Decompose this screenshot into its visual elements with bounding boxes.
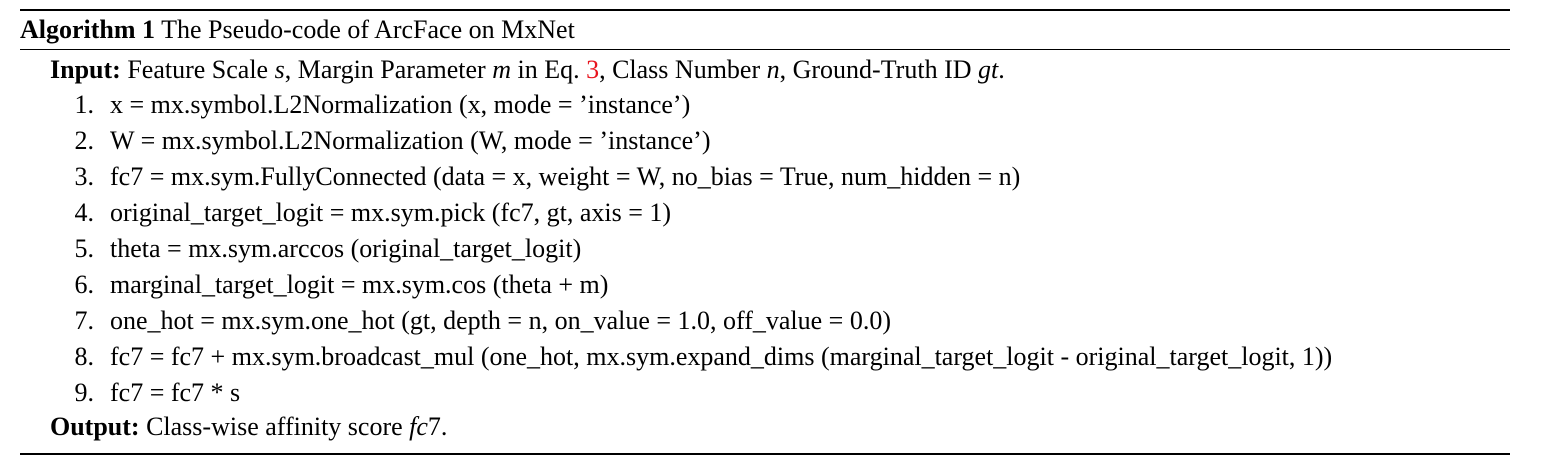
output-keyword: Output: — [50, 412, 140, 441]
step-number: 9. — [74, 378, 95, 407]
algorithm-label: Algorithm 1 — [20, 15, 156, 44]
step-number: 2. — [74, 126, 95, 155]
top-rule — [20, 9, 1510, 11]
step-line: 4. original_target_logit = mx.sym.pick (… — [20, 196, 1510, 230]
algorithm-caption: Algorithm 1 The Pseudo-code of ArcFace o… — [20, 12, 575, 48]
algorithm-title: The Pseudo-code of ArcFace on MxNet — [161, 15, 575, 44]
input-p3: m — [492, 55, 511, 84]
step-line: 6. marginal_target_logit = mx.sym.cos (t… — [20, 268, 1510, 302]
output-line: Output: Class-wise affinity score fc7. — [50, 410, 447, 444]
input-p0: Feature Scale — [120, 55, 275, 84]
input-p10: . — [998, 55, 1005, 84]
input-p2: , Margin Parameter — [284, 55, 493, 84]
step-number: 3. — [74, 162, 95, 191]
input-p1: s — [274, 55, 285, 84]
input-p7: n — [766, 55, 780, 84]
step-code: W = mx.symbol.L2Normalization (W, mode =… — [110, 126, 711, 155]
input-p9: gt — [978, 55, 999, 84]
output-p0: Class-wise affinity score — [139, 412, 410, 441]
step-line: 3. fc7 = mx.sym.FullyConnected (data = x… — [20, 160, 1510, 194]
step-code: x = mx.symbol.L2Normalization (x, mode =… — [110, 90, 691, 119]
input-p8: , Ground-Truth ID — [779, 55, 979, 84]
step-line: 9. fc7 = fc7 * s — [20, 376, 1510, 410]
algorithm-block: Algorithm 1 The Pseudo-code of ArcFace o… — [20, 0, 1510, 471]
step-code: fc7 = fc7 + mx.sym.broadcast_mul (one_ho… — [110, 342, 1333, 371]
step-number: 8. — [74, 342, 95, 371]
input-line: Input: Feature Scale s, Margin Parameter… — [50, 53, 1005, 87]
step-number: 6. — [74, 270, 95, 299]
step-line: 5. theta = mx.sym.arccos (original_targe… — [20, 232, 1510, 266]
equation-reference-link[interactable]: 3 — [586, 55, 600, 84]
output-p1: fc — [409, 412, 428, 441]
input-p4: in Eq. — [510, 55, 587, 84]
step-line: 8. fc7 = fc7 + mx.sym.broadcast_mul (one… — [20, 340, 1510, 374]
step-code: theta = mx.sym.arccos (original_target_l… — [110, 234, 582, 263]
step-line: 2. W = mx.symbol.L2Normalization (W, mod… — [20, 124, 1510, 158]
input-p6: , Class Number — [599, 55, 767, 84]
caption-rule — [20, 49, 1510, 50]
input-keyword: Input: — [50, 55, 121, 84]
step-code: fc7 = fc7 * s — [110, 378, 241, 407]
output-p2: 7. — [427, 412, 448, 441]
step-number: 5. — [74, 234, 95, 263]
step-line: 1. x = mx.symbol.L2Normalization (x, mod… — [20, 88, 1510, 122]
step-number: 7. — [74, 306, 95, 335]
step-number: 1. — [74, 90, 95, 119]
step-code: one_hot = mx.sym.one_hot (gt, depth = n,… — [110, 306, 892, 335]
step-line: 7. one_hot = mx.sym.one_hot (gt, depth =… — [20, 304, 1510, 338]
step-code: original_target_logit = mx.sym.pick (fc7… — [110, 198, 672, 227]
bottom-rule — [20, 453, 1510, 455]
step-number: 4. — [74, 198, 95, 227]
step-code: fc7 = mx.sym.FullyConnected (data = x, w… — [110, 162, 1021, 191]
step-code: marginal_target_logit = mx.sym.cos (thet… — [110, 270, 609, 299]
